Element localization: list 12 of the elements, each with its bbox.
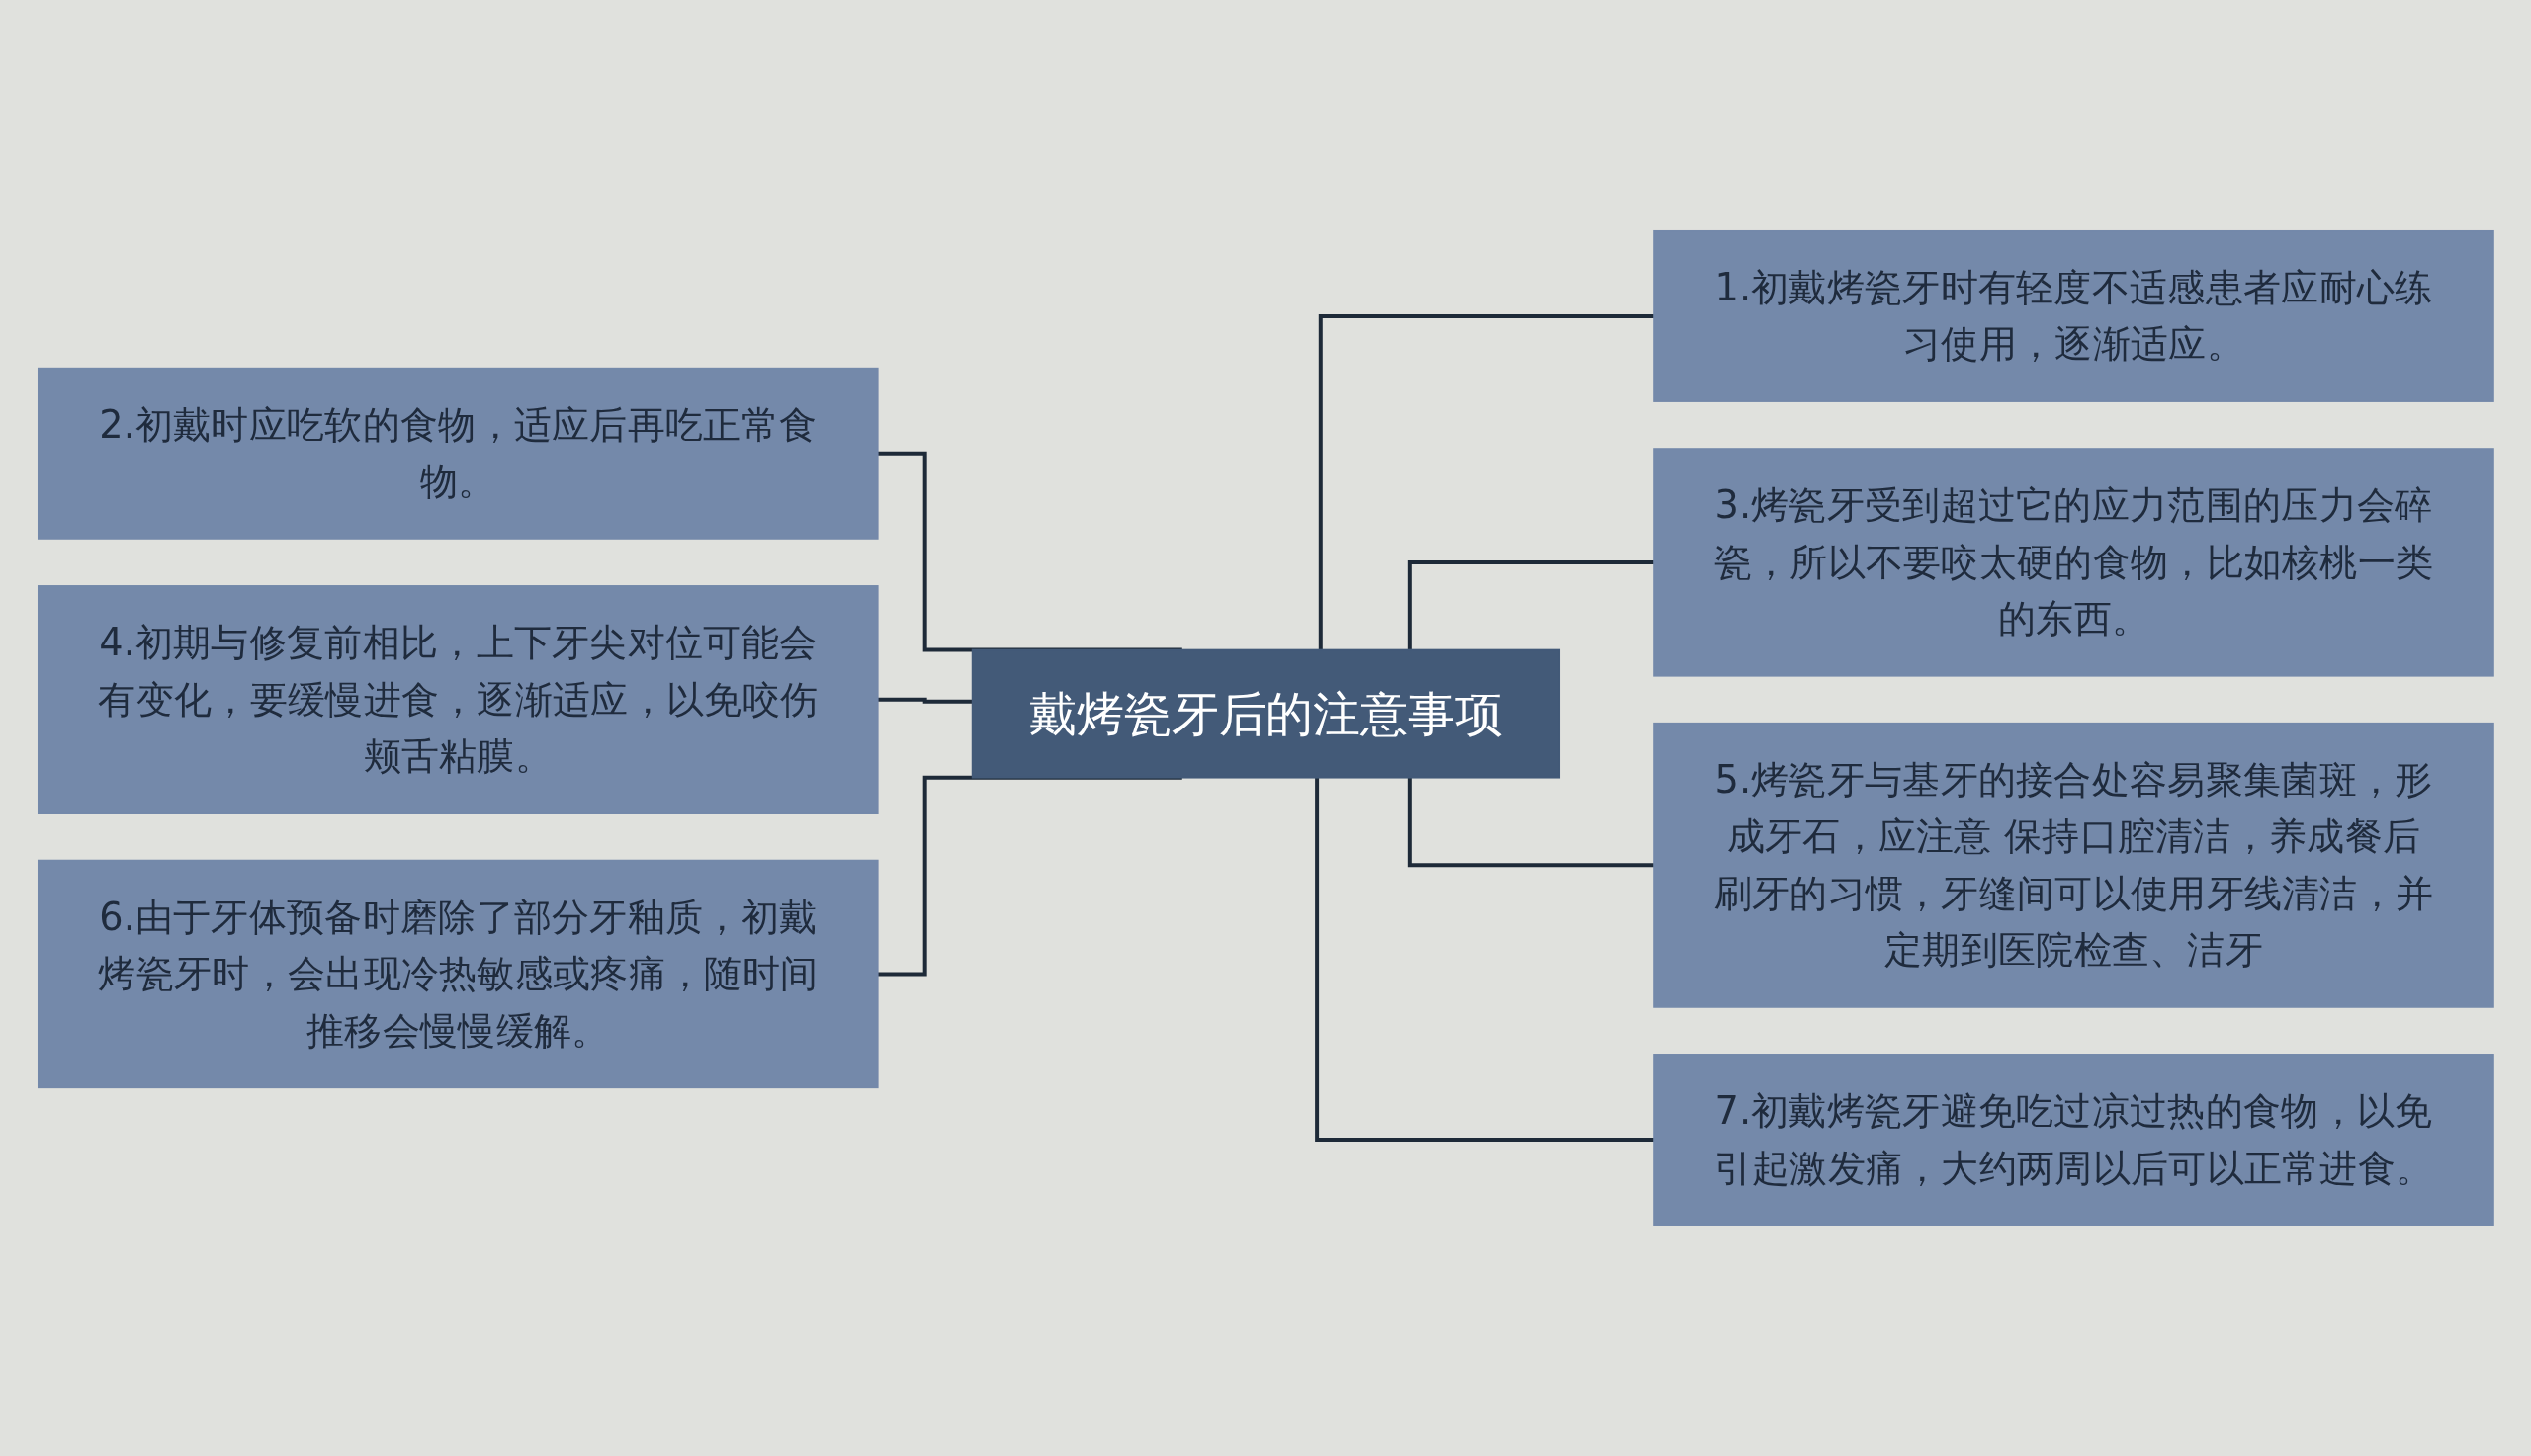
node-box: 3.烤瓷牙受到超过它的应力范围的压力会碎瓷，所以不要咬太硬的食物，比如核桃一类的东西。: [1652, 448, 2494, 677]
node-box: 7.初戴烤瓷牙避免吃过凉过热的食物，以免引起激发痛，大约两周以后可以正常进食。: [1652, 1054, 2494, 1226]
connector: [1318, 313, 1654, 650]
connector: [1407, 777, 1654, 868]
node-box: 戴烤瓷牙后的注意事项: [971, 648, 1560, 779]
node-box: 5.烤瓷牙与基牙的接合处容易聚集菌斑，形成牙石，应注意 保持口腔清洁，养成餐后刷牙的习惯，牙缝间可以使用牙线清洁，并定期到医院检查、洁牙: [1652, 722, 2494, 1008]
node-box: 6.由于牙体预备时磨除了部分牙釉质，初戴烤瓷牙时，会出现冷热敏感或疼痛，随时间推移会慢慢缓解。: [37, 859, 879, 1089]
node-box: 2.初戴时应吃软的食物，适应后再吃正常食物。: [37, 367, 879, 540]
node-box: 4.初期与修复前相比，上下牙尖对位可能会有变化，要缓慢进食，逐渐适应，以免咬伤颊舌粘膜。: [37, 585, 879, 814]
node-box: 1.初戴烤瓷牙时有轻度不适感患者应耐心练习使用，逐渐适应。: [1652, 230, 2494, 402]
connector: [1407, 559, 1654, 650]
connector: [1314, 777, 1654, 1142]
